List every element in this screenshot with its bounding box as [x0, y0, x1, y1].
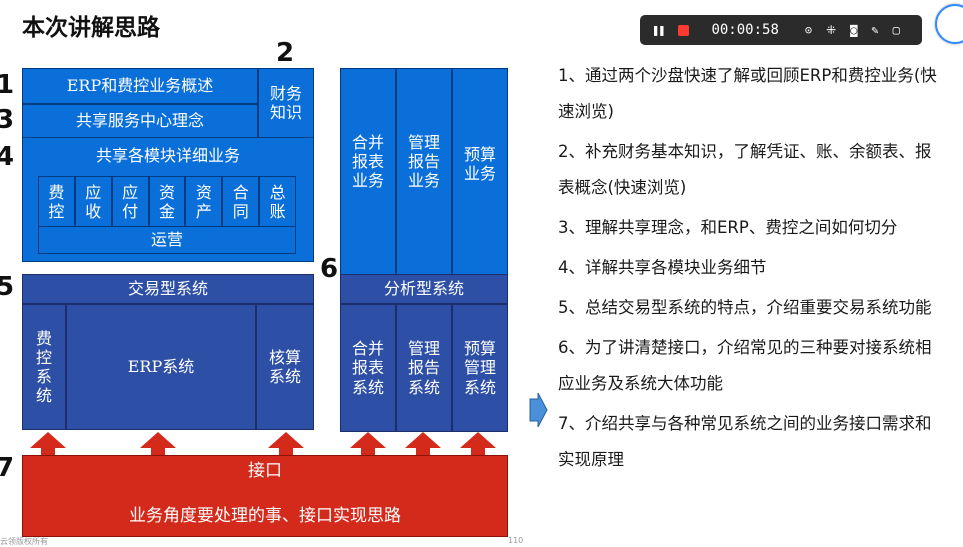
outline-list: 1、通过两个沙盘快速了解或回顾ERP和费控业务(快速浏览) 2、补充财务基本知识…: [558, 58, 938, 478]
arrow-up-icon: [140, 432, 176, 458]
interface-label: 接口: [248, 461, 282, 482]
modules-row: 费控 应收 应付 资金 资产 合同 总账: [38, 176, 297, 228]
module-ledger: 总账: [259, 176, 297, 228]
interface-sub-label: 业务角度要处理的事、接口实现思路: [129, 506, 401, 527]
arrow-up-icon: [405, 432, 441, 458]
accounting-system-label: 核算系统: [268, 347, 301, 386]
module-contract-label: 合同: [232, 182, 249, 221]
app-logo-icon: [935, 4, 963, 44]
module-payable-label: 应付: [122, 182, 139, 221]
module-fund-label: 资金: [158, 182, 175, 221]
outline-item-2: 2、补充财务基本知识，了解凭证、账、余额表、报表概念(快速浏览): [558, 142, 932, 197]
step-number-1: 1: [0, 70, 15, 100]
pen-icon[interactable]: ✎: [871, 23, 879, 37]
outline-item-4: 4、详解共享各模块业务细节: [558, 258, 767, 277]
outline-item-1: 1、通过两个沙盘快速了解或回顾ERP和费控业务(快速浏览): [558, 66, 937, 121]
analysis-system-row: 合并报表系统 管理报告系统 预算管理系统: [340, 304, 508, 432]
recording-time: 00:00:58: [711, 22, 779, 38]
consolidated-report-business-label: 合并报表业务: [351, 133, 384, 191]
module-payable: 应付: [111, 176, 149, 228]
erp-overview-box: ERP和费控业务概述: [22, 68, 258, 104]
finance-knowledge-label: 财务知识: [269, 83, 302, 122]
camera-icon[interactable]: ◙: [850, 23, 858, 37]
module-asset-label: 资产: [195, 182, 212, 221]
expense-system-box: 费控系统: [22, 304, 66, 430]
erp-system-box: ERP系统: [66, 304, 256, 430]
expense-system-label: 费控系统: [35, 328, 52, 406]
management-report-business-label: 管理报告业务: [407, 133, 440, 191]
focus-icon[interactable]: ⊙: [804, 23, 813, 37]
module-asset: 资产: [185, 176, 223, 228]
consolidated-report-system: 合并报表系统: [340, 304, 396, 432]
module-contract: 合同: [222, 176, 260, 228]
current-step-arrow-icon: [528, 392, 548, 431]
step-number-4: 4: [0, 142, 15, 172]
arrow-up-icon: [350, 432, 386, 458]
step-number-3: 3: [0, 105, 15, 135]
stop-icon[interactable]: [678, 24, 690, 36]
interface-block: [22, 455, 508, 537]
outline-item-3: 3、理解共享理念，和ERP、费控之间如何切分: [558, 218, 898, 237]
arrow-up-icon: [460, 432, 496, 458]
outline-item-7: 7、介绍共享与各种常见系统之间的业务接口需求和实现原理: [558, 414, 932, 469]
module-expense-label: 费控: [48, 182, 65, 221]
module-fund: 资金: [148, 176, 186, 228]
consolidated-report-system-label: 合并报表系统: [351, 339, 384, 397]
ssc-concept-box: 共享服务中心理念: [22, 104, 258, 138]
settings-icon[interactable]: ⁜: [826, 23, 837, 37]
recording-toolbar: ❚❚ 00:00:58 ⊙ ⁜ ◙ ✎ ▢: [640, 15, 922, 45]
footer-page-number: 110: [508, 536, 524, 545]
management-report-system: 管理报告系统: [396, 304, 452, 432]
operation-box: 运营: [38, 226, 296, 254]
module-receivable-label: 应收: [85, 182, 102, 221]
budget-management-system: 预算管理系统: [452, 304, 508, 432]
analysis-system-header: 分析型系统: [340, 274, 508, 304]
module-receivable: 应收: [74, 176, 112, 228]
step-number-5: 5: [0, 272, 15, 302]
analysis-business-block: 合并报表业务 管理报告业务 预算业务: [340, 68, 508, 340]
finance-knowledge-box: 财务知识: [258, 68, 314, 138]
module-ledger-label: 总账: [269, 182, 286, 221]
accounting-system-box: 核算系统: [256, 304, 314, 430]
budget-business-label: 预算业务: [463, 145, 496, 184]
step-number-7: 7: [0, 453, 15, 483]
arrow-up-icon: [268, 432, 304, 458]
budget-management-system-label: 预算管理系统: [463, 339, 496, 397]
slide-title: 本次讲解思路: [22, 15, 160, 41]
arrow-up-icon: [30, 432, 66, 458]
outline-item-5: 5、总结交易型系统的特点，介绍重要交易系统功能: [558, 298, 932, 317]
transaction-system-header: 交易型系统: [22, 274, 314, 304]
footer-copyright: 云领版权所有: [0, 537, 48, 546]
module-expense: 费控: [38, 176, 75, 228]
outline-item-6: 6、为了讲清楚接口，介绍常见的三种要对接系统相应业务及系统大体功能: [558, 338, 932, 393]
pause-icon[interactable]: ❚❚: [652, 23, 665, 37]
minimize-icon[interactable]: ▢: [892, 23, 900, 37]
step-number-2: 2: [276, 38, 295, 68]
modules-detail-label: 共享各模块详细业务: [95, 145, 240, 165]
step-number-6: 6: [320, 254, 339, 284]
management-report-system-label: 管理报告系统: [407, 339, 440, 397]
